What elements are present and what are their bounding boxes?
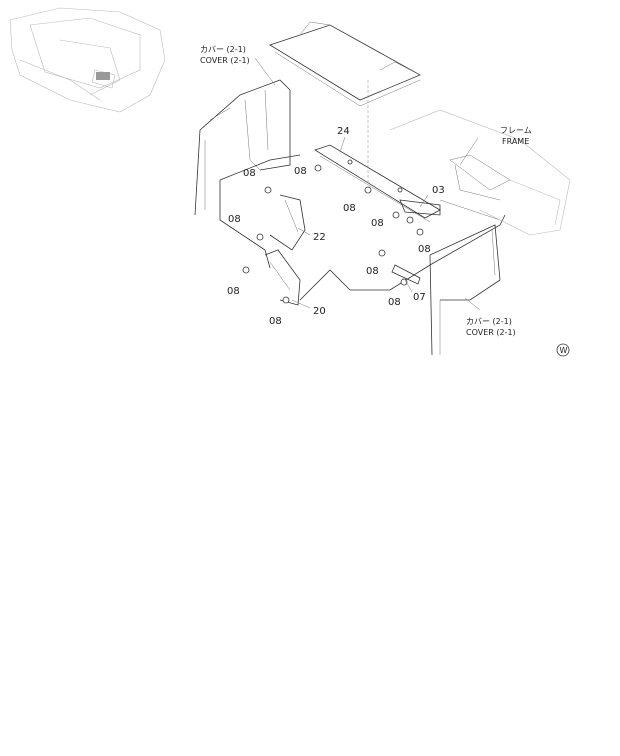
part-07-bracket — [391, 264, 421, 285]
right-lower-cover — [429, 224, 501, 356]
machine-thumbnail — [9, 7, 166, 113]
part-label-08: 08 — [388, 297, 401, 308]
part-label-08: 08 — [269, 316, 282, 327]
part-label-08: 08 — [371, 218, 384, 229]
part-label-24: 24 — [337, 126, 350, 137]
left-cover-frame — [194, 79, 291, 216]
part-label-08: 08 — [228, 214, 241, 225]
leader-lines — [254, 57, 481, 311]
top-cover-plate — [269, 21, 421, 107]
floor-plate — [219, 154, 506, 301]
cover-top-label-jp: カバー (2-1) — [200, 45, 246, 54]
part-24-bracket — [314, 144, 441, 223]
part-label-07: 07 — [413, 292, 426, 303]
part-03-bracket — [399, 199, 441, 216]
cover-bottom-label-en: COVER (2-1) — [466, 328, 516, 337]
right-frame — [389, 109, 571, 236]
part-label-08: 08 — [294, 166, 307, 177]
part-label-08: 08 — [243, 168, 256, 179]
part-label-08: 08 — [418, 244, 431, 255]
bolt-group — [242, 164, 424, 304]
part-20-plate — [264, 249, 301, 306]
part-label-08: 08 — [366, 266, 379, 277]
part-label-20: 20 — [313, 306, 326, 317]
part-label-03: 03 — [432, 185, 445, 196]
part-label-08: 08 — [227, 286, 240, 297]
watermark-letter: W — [560, 346, 568, 355]
part-22-plate — [269, 194, 306, 251]
cover-top-label-en: COVER (2-1) — [200, 56, 250, 65]
part-label-22: 22 — [313, 232, 326, 243]
part-label-08: 08 — [343, 203, 356, 214]
watermark-badge: W — [556, 343, 570, 357]
cover-bottom-label-jp: カバー (2-1) — [466, 317, 512, 326]
frame-label-en: FRAME — [502, 137, 529, 146]
frame-label-jp: フレーム — [500, 126, 532, 135]
